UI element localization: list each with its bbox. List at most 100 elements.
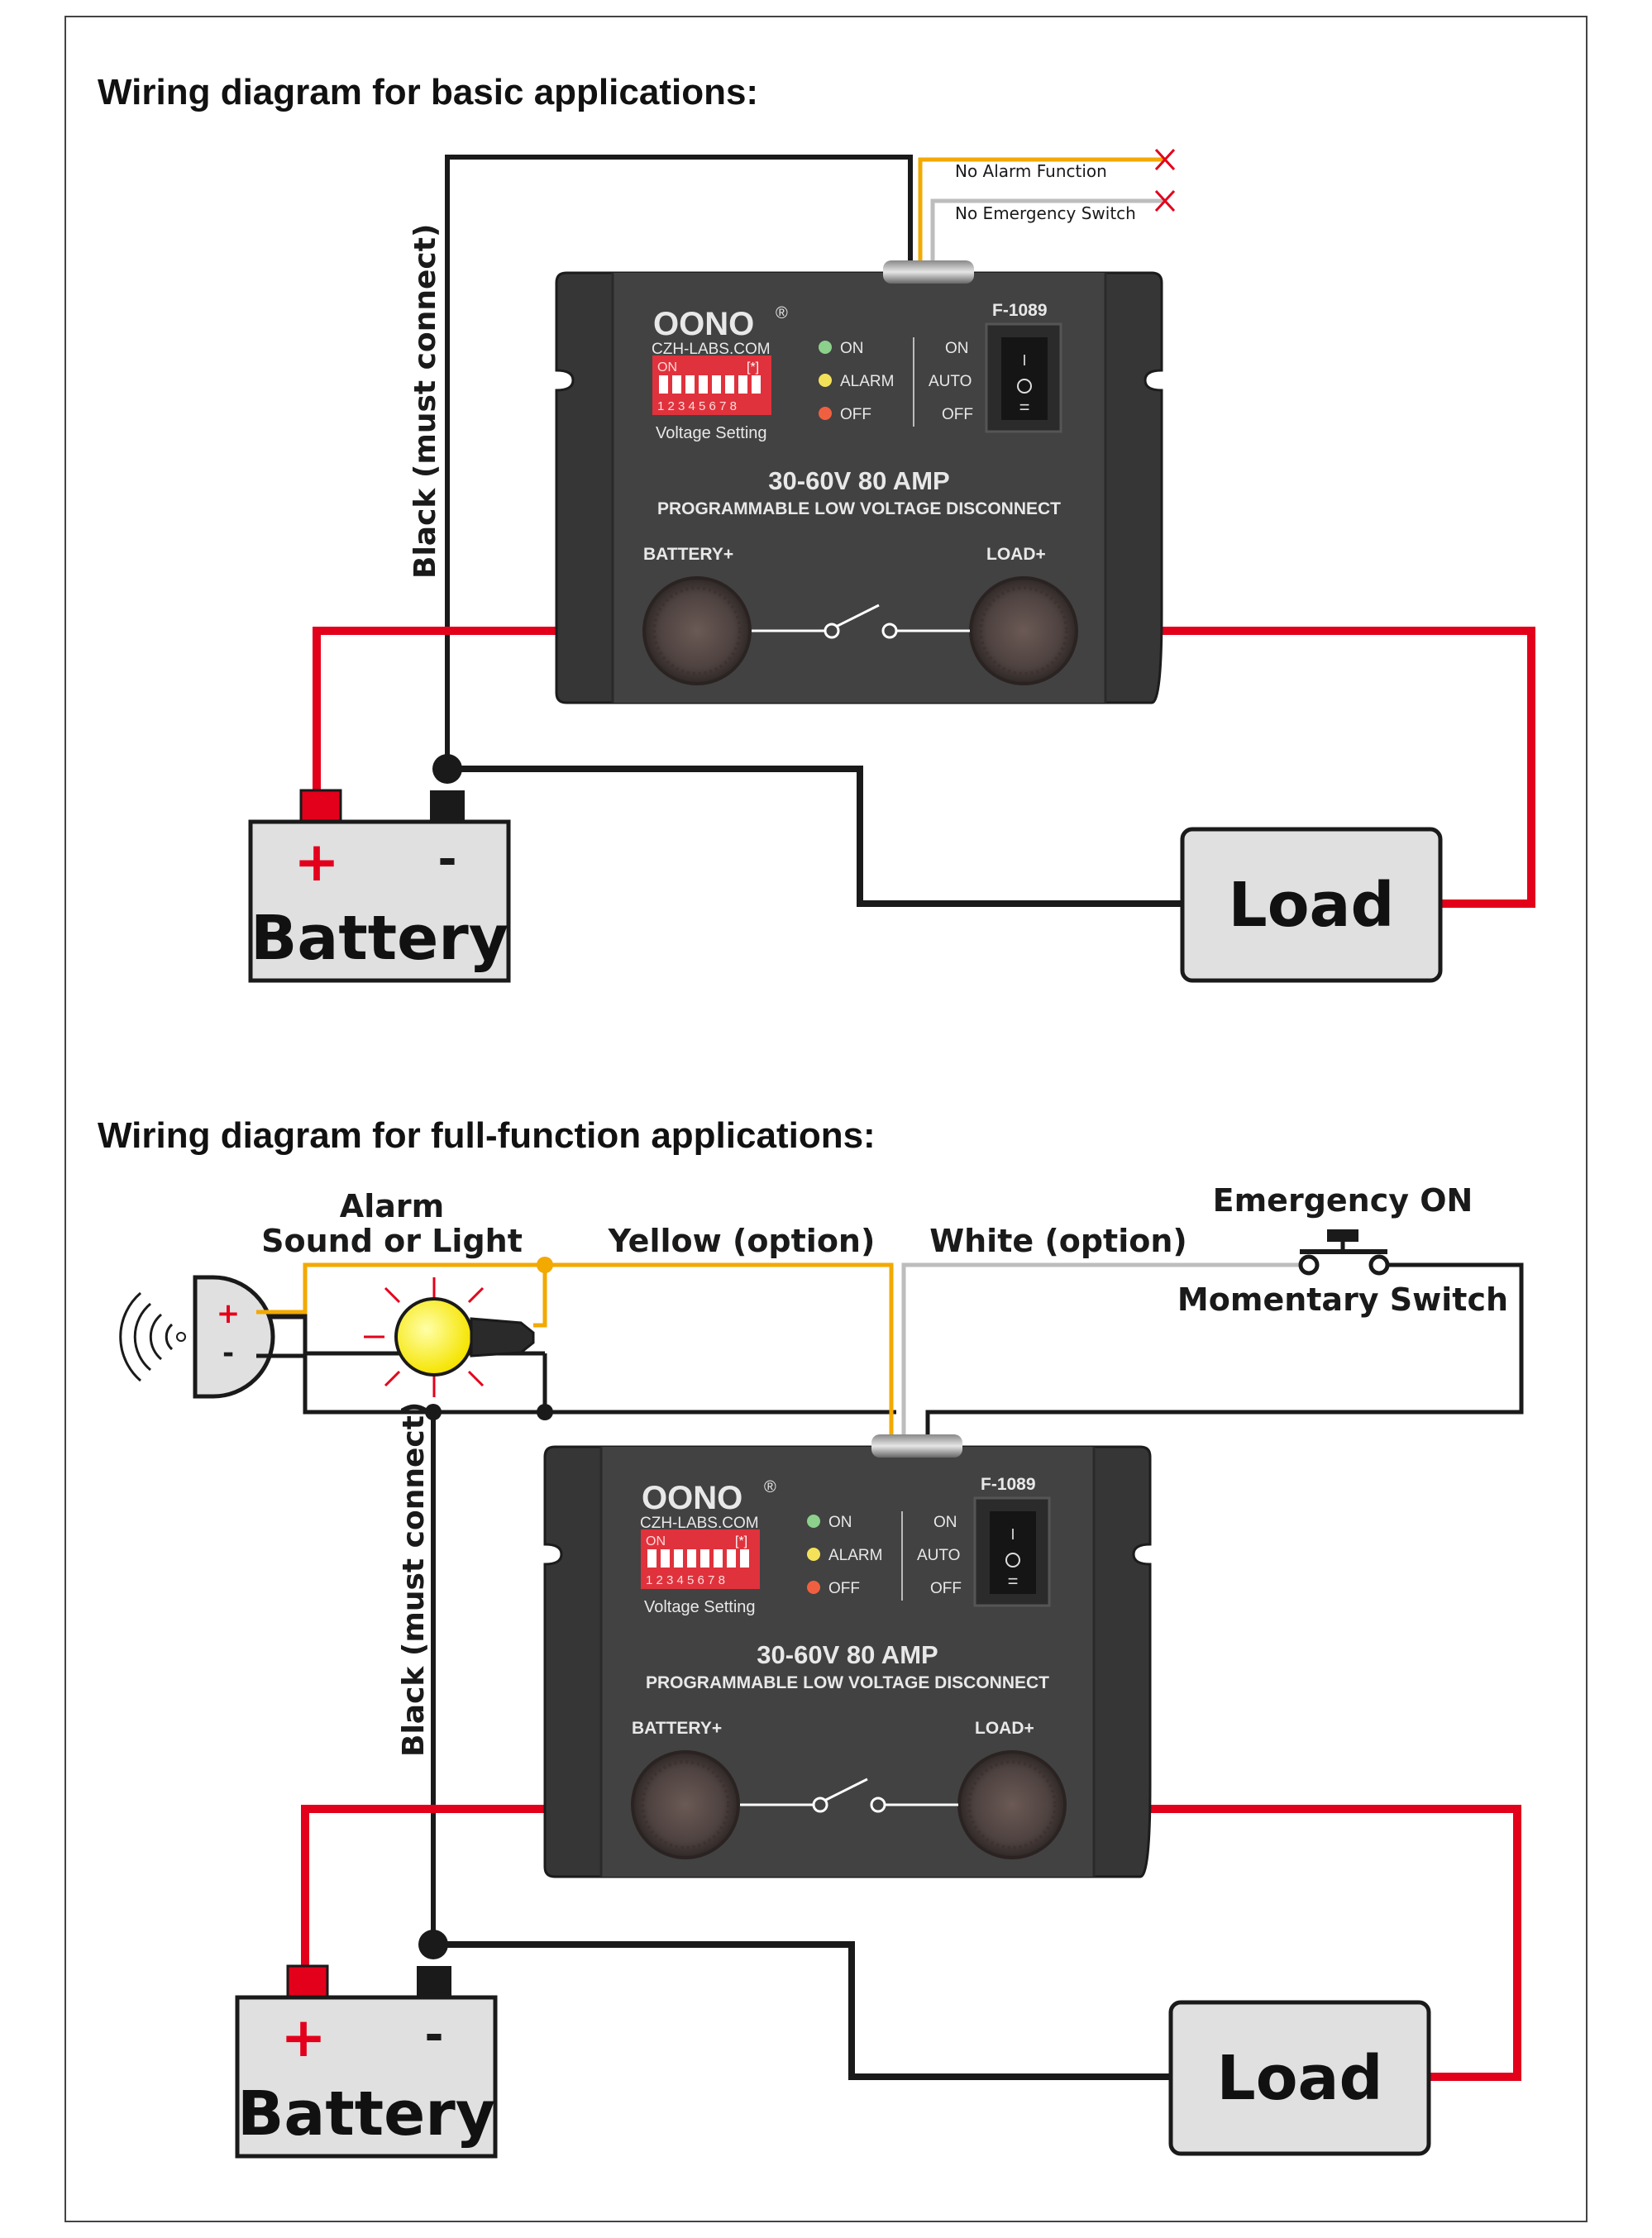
led-alarm-label: ALARM: [840, 373, 894, 390]
led-off-icon: [807, 1581, 820, 1594]
led-on-icon: [807, 1515, 820, 1528]
model: F-1089: [992, 301, 1048, 320]
battery-minus: -: [424, 2008, 443, 2062]
black-ground-wire: [445, 155, 913, 769]
battery-terminal[interactable]: [642, 576, 752, 685]
yellow-label: Yellow (option): [608, 1223, 876, 1259]
voltage-setting: Voltage Setting: [644, 1598, 756, 1616]
led-alarm-label: ALARM: [828, 1547, 882, 1564]
reg-mark: ®: [776, 304, 788, 322]
dip-levers: [647, 1549, 749, 1568]
dip-numbers: 1 2 3 4 5 6 7 8: [657, 399, 737, 413]
ground-label: Black (must connect): [397, 1402, 431, 1757]
dip-on: ON: [657, 360, 677, 375]
load: Load: [1168, 2000, 1431, 2156]
yellow-wire-unused: [918, 157, 1164, 266]
led-off-label: OFF: [840, 406, 871, 423]
load-label: Load: [1229, 870, 1395, 941]
rating: 30-60V 80 AMP: [768, 466, 949, 495]
black-load-wire: [433, 1941, 1171, 2080]
reg-mark: ®: [764, 1478, 776, 1496]
horn-icon: + -: [119, 1275, 275, 1399]
red-load-wire: [1071, 1805, 1521, 2081]
battery: + - Battery: [248, 789, 511, 983]
site: CZH-LABS.COM: [652, 341, 771, 358]
momentary-switch-label: Momentary Switch: [1177, 1281, 1508, 1318]
led-alarm-icon: [807, 1548, 820, 1561]
dip-mark: [*]: [747, 360, 759, 375]
lvd-device: OONO ® CZH-LABS.COM ON [*] 1 2 3 4 5 6 7…: [555, 260, 1163, 704]
battery-plus: +: [294, 830, 339, 894]
ground-label: Black (must connect): [408, 224, 442, 579]
svg-text:=: =: [1008, 1571, 1019, 1591]
switch-auto-label: AUTO: [917, 1547, 960, 1564]
junction-dot: [418, 1930, 448, 1959]
svg-text:=: =: [1019, 397, 1030, 418]
led-off-label: OFF: [828, 1580, 860, 1597]
rating: 30-60V 80 AMP: [757, 1640, 938, 1669]
led-off-icon: [819, 407, 832, 420]
yellow-alarm-wire: [256, 1262, 894, 1447]
red-battery-wire: [313, 627, 642, 794]
horn-minus: -: [222, 1337, 234, 1370]
switch-off-label: OFF: [930, 1580, 962, 1597]
red-battery-wire: [301, 1805, 630, 1968]
led-on-label: ON: [840, 340, 864, 357]
brand: OONO: [653, 306, 754, 342]
diagram2-title: Wiring diagram for full-function applica…: [98, 1115, 876, 1156]
switch-return-wire: [925, 1262, 1524, 1447]
dip-on: ON: [646, 1534, 666, 1548]
load-terminal[interactable]: [957, 1750, 1067, 1859]
description: PROGRAMMABLE LOW VOLTAGE DISCONNECT: [657, 499, 1061, 518]
page-frame: [64, 16, 1588, 2222]
battery-minus: -: [437, 833, 456, 886]
battery-label: Battery: [237, 2078, 495, 2150]
diagram1-title: Wiring diagram for basic applications:: [98, 72, 758, 112]
load-label: Load: [1217, 2043, 1383, 2114]
site: CZH-LABS.COM: [640, 1515, 759, 1532]
load-terminal[interactable]: [969, 576, 1078, 685]
battery-terminal-label: BATTERY+: [632, 1719, 722, 1738]
description: PROGRAMMABLE LOW VOLTAGE DISCONNECT: [646, 1673, 1049, 1692]
cable-gland: [871, 1434, 962, 1458]
load-terminal-label: LOAD+: [986, 545, 1046, 564]
switch-auto-label: AUTO: [929, 373, 972, 390]
dip-levers: [659, 375, 761, 394]
svg-text:I: I: [1022, 352, 1026, 369]
lvd-device: OONO ® CZH-LABS.COM ON [*] 1 2 3 4 5 6 7…: [543, 1434, 1152, 1878]
cross-mark-icon: [1154, 189, 1176, 212]
no-switch-label: No Emergency Switch: [955, 203, 1136, 223]
switch-off-label: OFF: [942, 406, 973, 423]
dip-numbers: 1 2 3 4 5 6 7 8: [646, 1573, 725, 1587]
battery: + - Battery: [235, 1964, 498, 2159]
led-on-icon: [819, 341, 832, 354]
junction-dot: [537, 1257, 553, 1273]
alarm-title: Alarm: [340, 1188, 444, 1224]
light-bulb-icon: [364, 1277, 535, 1397]
white-switch-wire: [901, 1262, 1309, 1447]
junction-dot: [537, 1404, 553, 1420]
diagram-basic: Wiring diagram for basic applications: N…: [98, 72, 1535, 983]
switch-on-label: ON: [933, 1514, 957, 1531]
voltage-setting: Voltage Setting: [656, 424, 767, 442]
dip-mark: [*]: [735, 1534, 747, 1548]
cross-mark-icon: [1154, 148, 1176, 171]
junction-dot: [432, 754, 462, 784]
red-load-wire: [1083, 627, 1535, 908]
momentary-switch-icon[interactable]: [1298, 1229, 1390, 1276]
white-label: White (option): [929, 1223, 1187, 1259]
brand: OONO: [642, 1480, 742, 1516]
load-terminal-label: LOAD+: [975, 1719, 1034, 1738]
diagram-full: Wiring diagram for full-function applica…: [98, 1115, 1524, 2159]
battery-terminal-label: BATTERY+: [643, 545, 733, 564]
led-alarm-icon: [819, 374, 832, 387]
led-on-label: ON: [828, 1514, 852, 1531]
cable-gland: [883, 260, 974, 284]
alarm-neg-wire: [303, 1316, 896, 1415]
battery-label: Battery: [251, 903, 508, 974]
model: F-1089: [981, 1475, 1036, 1494]
alarm-subtitle: Sound or Light: [261, 1223, 523, 1259]
battery-terminal[interactable]: [631, 1750, 740, 1859]
switch-on-label: ON: [945, 340, 969, 357]
